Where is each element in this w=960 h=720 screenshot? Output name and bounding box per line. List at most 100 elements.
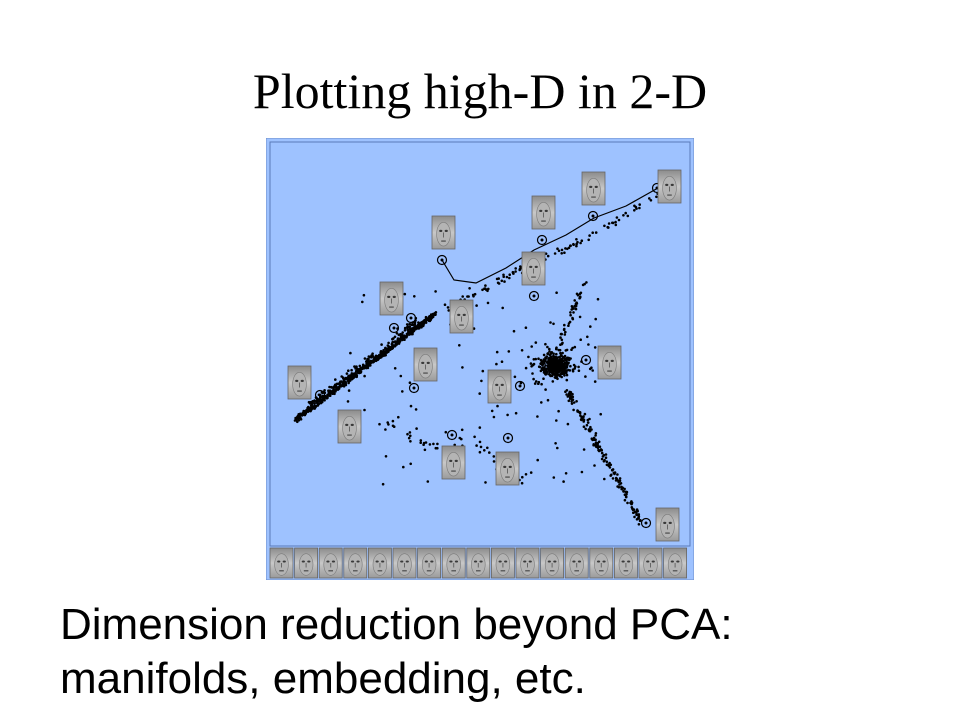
scatter-point (579, 414, 582, 417)
scatter-point (630, 501, 634, 505)
face-thumbnail (449, 299, 474, 334)
scatter-point (374, 359, 378, 363)
scatter-point (544, 252, 548, 255)
scatter-point (616, 473, 619, 476)
scatter-point (381, 482, 385, 486)
marker-center (392, 326, 396, 330)
scatter-point (593, 346, 597, 349)
scatter-point (589, 325, 592, 328)
scatter-point (544, 342, 547, 346)
circled-marker (314, 389, 326, 401)
scatter-point (617, 218, 621, 222)
scatter-point (436, 442, 439, 446)
scatter-point (399, 374, 403, 378)
scatter-point (583, 282, 586, 286)
scatter-point (594, 317, 597, 321)
scatter-point (559, 372, 562, 376)
scatter-point (362, 364, 365, 367)
scatter-point (605, 460, 609, 464)
scatter-point (527, 355, 530, 359)
scatter-point (402, 465, 405, 469)
scatter-point (492, 415, 496, 419)
scatter-point (575, 244, 578, 248)
scatter-point (384, 428, 387, 431)
scatter-point (374, 354, 378, 358)
scatter-point (453, 443, 456, 447)
scatter-point (602, 453, 606, 457)
scatter-point (529, 471, 533, 474)
scatter-point (533, 382, 537, 385)
face-thumbnail (379, 281, 404, 316)
scatter-point (328, 393, 331, 397)
scatter-point (539, 369, 543, 373)
face-thumbnail (431, 215, 456, 250)
scatter-point (345, 372, 349, 375)
circled-marker (408, 382, 420, 394)
scatter-point (303, 413, 307, 417)
scatter-point (570, 348, 573, 351)
scatter-point (524, 473, 528, 476)
scatter-point (558, 355, 561, 359)
scatter-point (594, 434, 597, 437)
face-thumbnail (495, 451, 520, 486)
scatter-point (575, 238, 578, 241)
scatter-point (384, 455, 388, 458)
scatter-point (403, 329, 407, 332)
scatter-point (566, 356, 569, 360)
scatter-point (542, 377, 545, 380)
slide-caption: Dimension reduction beyond PCA: manifold… (60, 598, 880, 706)
scatter-point (415, 427, 418, 430)
scatter-point (573, 299, 576, 302)
scatter-point (428, 315, 432, 319)
scatter-point (382, 351, 386, 355)
scatter-point (559, 365, 562, 368)
scatter-point (496, 404, 499, 408)
scatter-point (559, 336, 562, 339)
scatter-point (575, 292, 579, 296)
scatter-point (561, 370, 564, 373)
scatter-point (318, 396, 322, 399)
marker-center (532, 294, 536, 298)
scatter-point (569, 244, 572, 247)
scatter-point (544, 356, 547, 359)
scatter-point (500, 279, 504, 283)
scatter-point (350, 377, 354, 381)
scatter-point (560, 338, 564, 342)
scatter-point (548, 367, 552, 371)
scatter-point (611, 469, 614, 472)
scatter-point (618, 477, 622, 480)
scatter-point (604, 456, 608, 460)
scatter-point (317, 402, 320, 406)
scatter-point (369, 359, 373, 363)
scatter-point (548, 353, 551, 356)
scatter-point (540, 382, 543, 386)
trajectory-line (441, 187, 659, 284)
scatter-point (562, 480, 565, 483)
scatter-point (624, 495, 628, 498)
scatter-point (484, 284, 487, 287)
scatter-point (649, 199, 653, 202)
caption-line-1: Dimension reduction beyond PCA: (60, 600, 733, 649)
scatter-point (615, 216, 619, 219)
scatter-point (475, 304, 478, 307)
scatter-point (338, 386, 341, 389)
scatter-point (424, 320, 427, 323)
scatter-point (413, 295, 416, 298)
scatter-point (331, 390, 334, 393)
scatter-point (536, 458, 539, 462)
scatter-point (484, 481, 487, 484)
scatter-point (409, 462, 412, 466)
scatter-point (531, 363, 535, 367)
scatter-point (618, 479, 622, 483)
face-thumbnail (655, 507, 680, 542)
scatter-point (611, 477, 615, 480)
scatter-point (587, 238, 590, 242)
scatter-point (569, 357, 572, 360)
scatter-point (339, 383, 342, 386)
scatter-point (543, 367, 547, 371)
scatter-point (382, 348, 385, 352)
circled-marker (436, 254, 448, 266)
marker-center (318, 393, 322, 397)
scatter-point (638, 206, 641, 210)
scatter-point (380, 343, 383, 346)
